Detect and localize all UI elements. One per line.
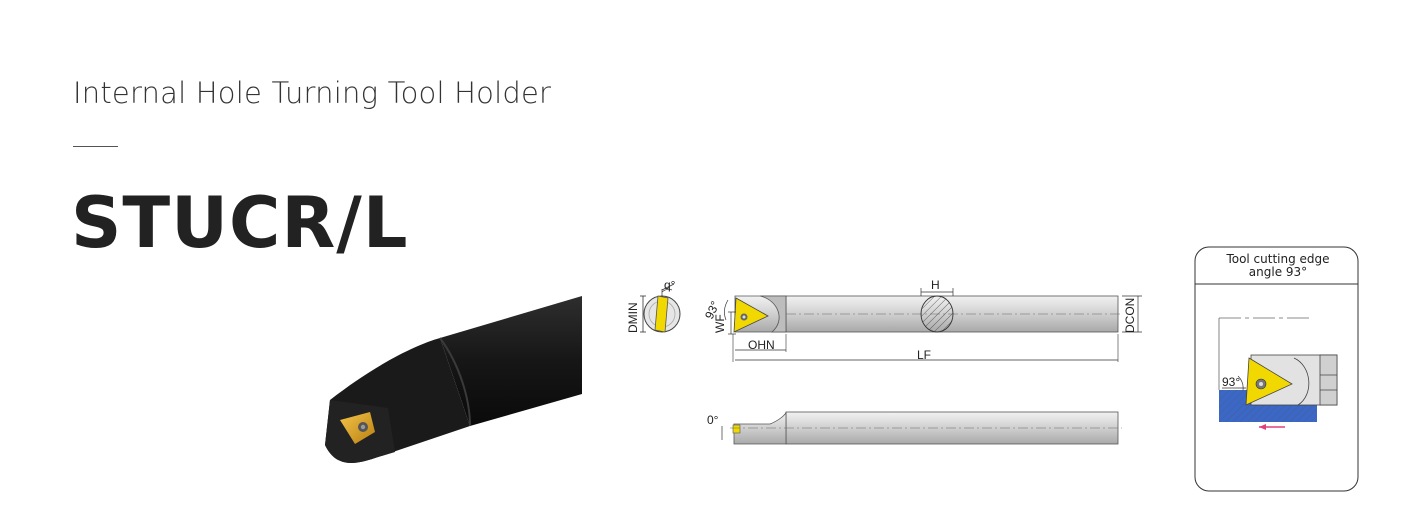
end-view: [640, 283, 681, 333]
card-angle-label: 93°: [1222, 375, 1240, 389]
model-title: STUCR/L: [71, 182, 409, 264]
cutting-edge-angle-card: Tool cutting edge angle 93° 93°: [1194, 246, 1359, 492]
tool-render: [325, 296, 582, 463]
title-divider: [73, 146, 118, 147]
dim-label-wf: WF: [713, 314, 727, 333]
card-title-line-2: angle 93°: [1249, 265, 1307, 279]
dim-label-lf: LF: [917, 348, 931, 362]
top-view: [724, 288, 1142, 362]
dim-label-q-angle: q°: [664, 278, 676, 292]
dim-label-h: H: [931, 278, 940, 292]
dim-label-ohn: OHN: [748, 338, 775, 352]
side-view: [721, 411, 1122, 445]
page-subtitle: Internal Hole Turning Tool Holder: [73, 76, 552, 110]
dim-label-dcon: DCON: [1123, 298, 1137, 333]
dim-label-0-angle: 0°: [707, 413, 719, 427]
card-title-line-1: Tool cutting edge: [1225, 252, 1329, 266]
dim-label-dmin: DMIN: [626, 302, 640, 333]
